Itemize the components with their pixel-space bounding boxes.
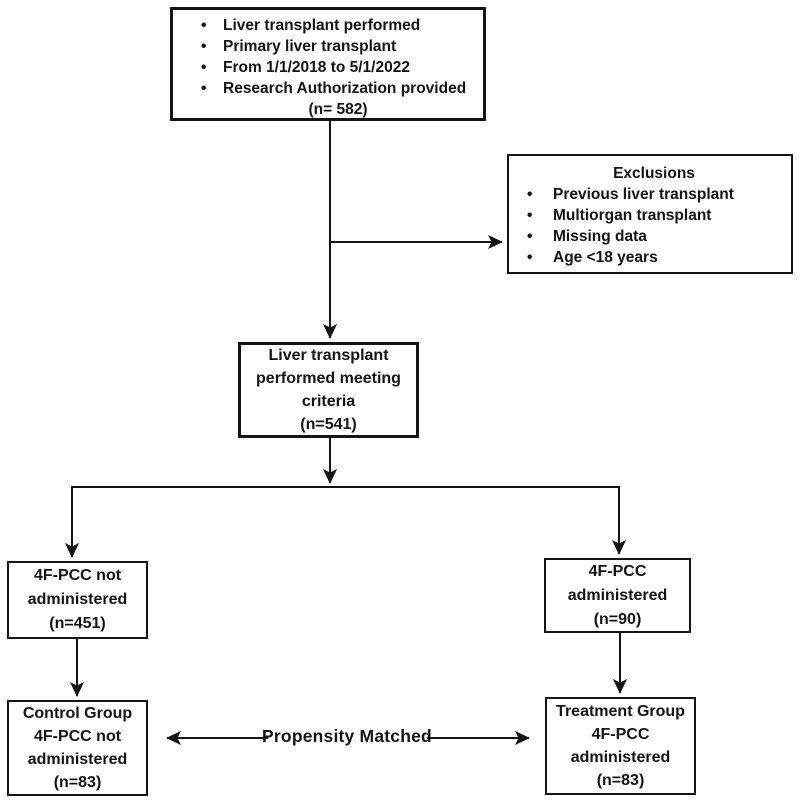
box-line: Control Group: [22, 705, 133, 722]
exclusions-title: Exclusions: [613, 165, 695, 182]
list-item: Multiorgan transplant: [523, 205, 785, 226]
box-line: 4F-PCC: [591, 726, 650, 743]
box-line: Treatment Group: [556, 703, 685, 720]
list-item: Age <18 years: [523, 247, 785, 268]
propensity-matched-label: Propensity Matched: [262, 726, 432, 746]
bullet-icon: [199, 57, 223, 78]
list-item: Missing data: [523, 226, 785, 247]
box-line: 4F-PCC not: [33, 567, 122, 584]
list-item: Previous liver transplant: [523, 184, 785, 205]
bullet-icon: [523, 184, 553, 205]
box-line: criteria: [301, 393, 356, 410]
pcc-not-administered-box: 4F-PCC not administered (n=451): [7, 561, 148, 639]
box-line: 4F-PCC: [588, 562, 647, 580]
exclusions-list: Previous liver transplant Multiorgan tra…: [523, 184, 785, 268]
bullet-icon: [199, 36, 223, 57]
list-item: Liver transplant performed: [199, 15, 477, 36]
list-item: From 1/1/2018 to 5/1/2022: [199, 57, 477, 78]
treatment-group-box: Treatment Group 4F-PCC administered (n=8…: [545, 697, 696, 795]
pcc-administered-box: 4F-PCC administered (n=90): [544, 558, 691, 633]
bullet-icon: [523, 205, 553, 226]
sample-size: (n=83): [53, 774, 102, 791]
exclusions-box: Exclusions Previous liver transplant Mul…: [507, 154, 793, 274]
box-line: administered: [27, 591, 128, 608]
sample-size: (n=541): [300, 416, 357, 433]
sample-size: (n=451): [49, 615, 106, 632]
criterion-text: From 1/1/2018 to 5/1/2022: [223, 59, 410, 76]
sample-size: (n=83): [596, 772, 645, 789]
box-line: administered: [570, 749, 671, 766]
criterion-text: Primary liver transplant: [223, 38, 397, 55]
box-line: administered: [27, 751, 128, 768]
criterion-text: Research Authorization provided: [223, 80, 467, 97]
box-line: administered: [567, 586, 668, 604]
sample-size: (n= 582): [308, 101, 368, 118]
exclusion-text: Multiorgan transplant: [553, 207, 712, 224]
list-item: Primary liver transplant: [199, 36, 477, 57]
list-item: Research Authorization provided: [199, 78, 477, 99]
bullet-icon: [199, 78, 223, 99]
criterion-text: Liver transplant performed: [223, 17, 421, 34]
meeting-criteria-box: Liver transplant performed meeting crite…: [238, 342, 419, 438]
box-line: Liver transplant: [268, 347, 389, 364]
sample-size: (n=90): [593, 610, 642, 628]
control-group-box: Control Group 4F-PCC not administered (n…: [7, 700, 148, 796]
eligibility-box: Liver transplant performed Primary liver…: [170, 7, 486, 121]
bullet-icon: [523, 247, 553, 268]
exclusion-text: Missing data: [553, 228, 647, 245]
bullet-icon: [523, 226, 553, 247]
box-line: performed meeting: [256, 370, 401, 387]
exclusion-text: Age <18 years: [553, 249, 658, 266]
exclusion-text: Previous liver transplant: [553, 186, 734, 203]
box-line: 4F-PCC not: [33, 728, 122, 745]
eligibility-criteria-list: Liver transplant performed Primary liver…: [199, 15, 477, 99]
bullet-icon: [199, 15, 223, 36]
